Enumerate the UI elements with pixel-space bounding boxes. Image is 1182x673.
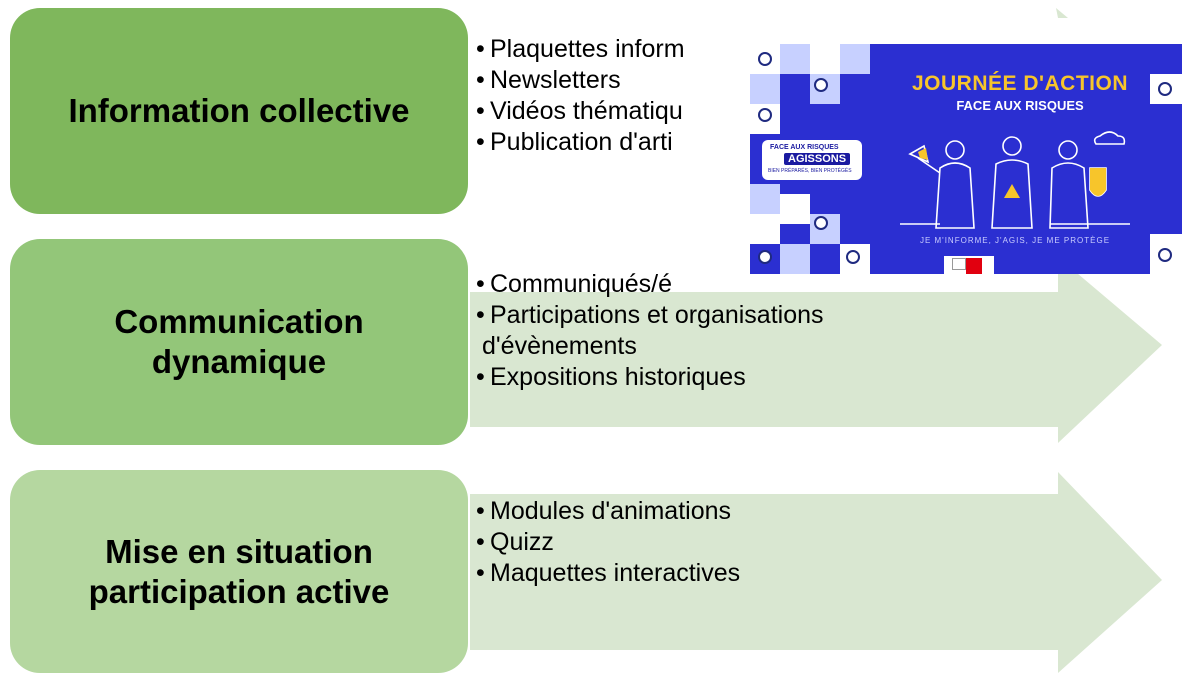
arrow-shape: [470, 472, 1162, 673]
decorative-tile: [840, 44, 870, 74]
decorative-tile: [810, 44, 840, 74]
list-item: •Vidéos thématiqu: [476, 97, 683, 125]
category-title-line: dynamique: [151, 343, 327, 380]
risk-icon: [814, 78, 828, 92]
risk-icon: [814, 216, 828, 230]
decorative-tile: [780, 244, 810, 274]
decorative-tile: [780, 194, 810, 224]
arrow-shape: [470, 257, 1162, 443]
category-box: Communication dynamique: [10, 239, 468, 445]
list-item: •Quizz: [476, 528, 554, 556]
risk-icon: [1158, 82, 1172, 96]
list-item: •Expositions historiques: [476, 363, 746, 391]
bullet-list: •Modules d'animations •Quizz •Maquettes …: [476, 496, 740, 589]
list-item: •Communiqués/é: [476, 270, 673, 298]
poster-tagline: JE M'INFORME, J'AGIS, JE ME PROTÈGE: [919, 236, 1111, 245]
risk-icon: [1158, 248, 1172, 262]
decorative-tile: [750, 184, 780, 214]
risk-icon: [758, 250, 772, 264]
list-item: •Publication d'arti: [476, 128, 673, 156]
risk-icon: [846, 250, 860, 264]
list-item: •Maquettes interactives: [476, 559, 741, 587]
list-item: d'évènements: [482, 332, 637, 360]
category-title-line: Communication: [114, 303, 364, 340]
bullet-list: •Plaquettes inform •Newsletters •Vidéos …: [476, 34, 685, 158]
poster-image: FACE AUX RISQUES AGISSONS BIEN PRÉPARÉS,…: [750, 44, 1182, 274]
row-information-collective: Information collective •Plaquettes infor…: [0, 8, 1182, 214]
risk-icon: [758, 108, 772, 122]
decorative-tile: [780, 104, 810, 134]
category-box: Information collective: [10, 8, 468, 214]
corner-mark: [1056, 8, 1068, 18]
category-title: Information collective: [68, 92, 410, 129]
poster-subtitle: FACE AUX RISQUES: [956, 98, 1084, 113]
list-item: •Participations et organisations: [476, 301, 824, 329]
bullet-list: •Communiqués/é •Participations et organi…: [476, 269, 824, 393]
list-item: •Plaquettes inform: [476, 35, 685, 63]
decorative-tile: [780, 44, 810, 74]
category-box: Mise en situation participation active: [10, 470, 468, 673]
people-illustration: [900, 131, 1130, 229]
list-item: •Newsletters: [476, 66, 621, 94]
poster-title: JOURNÉE D'ACTION: [911, 72, 1128, 95]
list-item: •Modules d'animations: [476, 497, 732, 525]
category-title-line: Mise en situation: [105, 532, 373, 570]
row-mise-en-situation: Mise en situation participation active •…: [0, 470, 1182, 673]
row-communication-dynamique: Communication dynamique •Communiqués/é •…: [0, 237, 1182, 447]
decorative-tile: [750, 214, 780, 244]
category-title-line: participation active: [88, 572, 390, 610]
decorative-tile: [750, 74, 780, 104]
agissons-logo: FACE AUX RISQUES AGISSONS BIEN PRÉPARÉS,…: [762, 140, 862, 180]
risk-icon: [758, 52, 772, 66]
republique-francaise-logo: [944, 256, 994, 274]
